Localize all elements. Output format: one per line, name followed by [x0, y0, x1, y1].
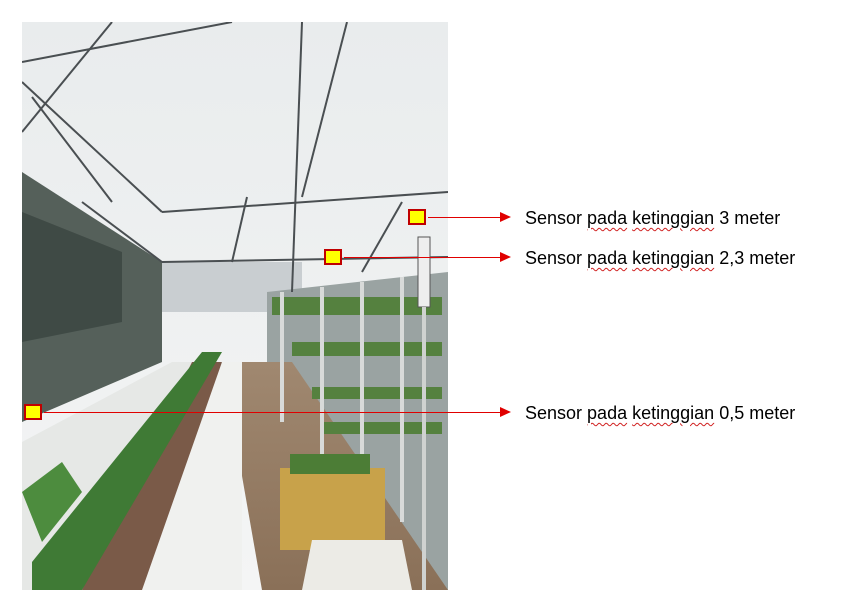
label-height: 0,5 meter — [714, 403, 796, 423]
label-word-pada: pada — [587, 248, 628, 268]
sensor-marker-3m — [408, 209, 426, 225]
arrowhead-2-3m — [500, 252, 511, 262]
arrowhead-0-5m — [500, 407, 511, 417]
sensor-marker-2-3m — [324, 249, 342, 265]
sensor-label-0-5m: Sensor pada ketinggian 0,5 meter — [525, 403, 795, 423]
sensor-label-2-3m: Sensor pada ketinggian 2,3 meter — [525, 248, 795, 268]
sensor-label-3m: Sensor pada ketinggian 3 meter — [525, 208, 780, 228]
label-word-ketinggian: ketinggian — [632, 403, 715, 423]
label-height: 3 meter — [714, 208, 781, 228]
label-prefix: Sensor — [525, 208, 588, 228]
arrowhead-3m — [500, 212, 511, 222]
greenhouse-photo — [22, 22, 448, 590]
pointer-line-2-3m — [344, 257, 500, 258]
pointer-line-0-5m — [44, 412, 500, 413]
label-word-ketinggian: ketinggian — [632, 208, 715, 228]
label-prefix: Sensor — [525, 403, 588, 423]
label-word-pada: pada — [587, 403, 628, 423]
label-word-ketinggian: ketinggian — [632, 248, 715, 268]
label-prefix: Sensor — [525, 248, 588, 268]
label-word-pada: pada — [587, 208, 628, 228]
label-height: 2,3 meter — [714, 248, 796, 268]
sensor-marker-0-5m — [24, 404, 42, 420]
pointer-line-3m — [428, 217, 500, 218]
